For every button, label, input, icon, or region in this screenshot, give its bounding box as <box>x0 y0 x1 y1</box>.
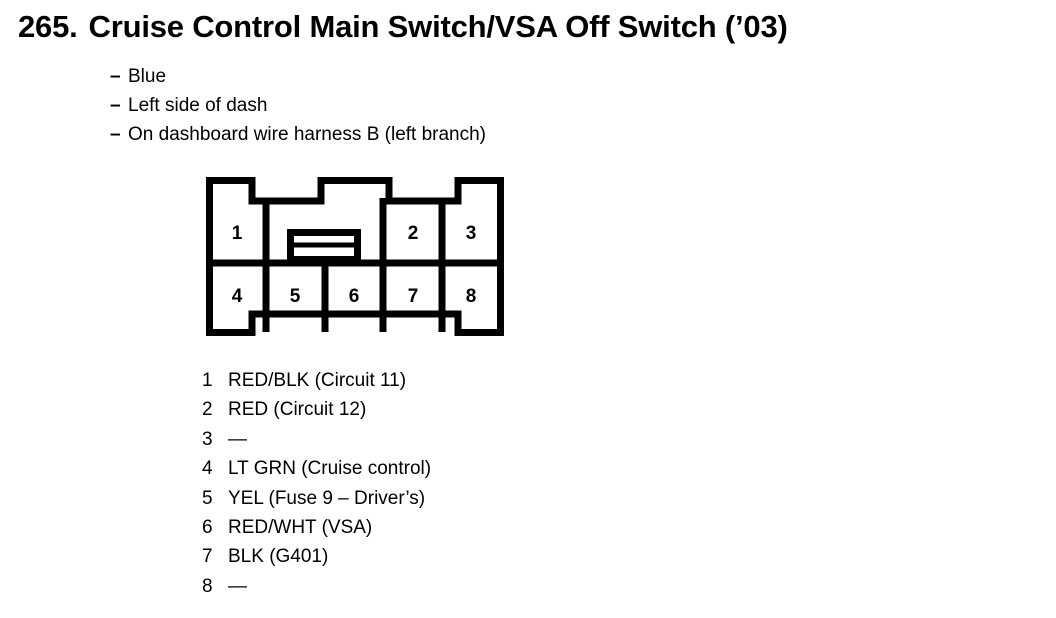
note-item-location: –Left side of dash <box>110 91 486 120</box>
cavity-label-6: 6 <box>349 286 360 307</box>
pin-row: 6 RED/WHT (VSA) <box>202 513 431 542</box>
pin-number: 1 <box>202 370 213 391</box>
pin-number: 4 <box>202 458 213 480</box>
locking-tab-icon <box>287 229 361 263</box>
connector-body-outline <box>206 177 504 336</box>
note-text: Blue <box>128 66 167 87</box>
pin-number: 5 <box>202 487 213 509</box>
note-text: Left side of dash <box>128 95 268 116</box>
pin-row: 4 LT GRN (Cruise control) <box>202 454 431 483</box>
pin-wire: — <box>228 428 247 450</box>
pin-row: 3— <box>202 425 431 454</box>
note-bullet-icon: – <box>110 95 121 116</box>
note-bullet-icon: – <box>110 124 121 145</box>
pin-number: 2 <box>202 399 213 421</box>
pin-wire: YEL (Fuse 9 – Driver’s) <box>228 487 426 509</box>
pin-number: 8 <box>202 575 213 597</box>
cavity-label-1: 1 <box>232 223 243 244</box>
cavity-label-8: 8 <box>466 286 477 307</box>
pin-wire: BLK (G401) <box>228 546 329 568</box>
pin-row: 8— <box>202 572 431 601</box>
pin-wire: LT GRN (Cruise control) <box>228 458 432 480</box>
page-title: 265. Cruise Control Main Switch/VSA Off S… <box>18 9 788 45</box>
note-item-harness: –On dashboard wire harness B (left branc… <box>110 120 486 149</box>
cavity-label-3: 3 <box>466 223 477 244</box>
note-bullet-icon: – <box>110 66 121 87</box>
cavity-label-2: 2 <box>408 223 419 244</box>
pin-wire: RED/BLK (Circuit 11) <box>228 370 407 391</box>
pin-wire: — <box>228 575 247 597</box>
pin-row: 5 YEL (Fuse 9 – Driver’s) <box>202 484 431 513</box>
connector-notes: –Blue –Left side of dash –On dashboard w… <box>110 62 486 149</box>
cavity-label-4: 4 <box>232 286 243 307</box>
cavity-label-7: 7 <box>408 286 419 307</box>
page-number: 265. <box>18 9 78 44</box>
page-title-text: Cruise Control Main Switch/VSA Off Switc… <box>88 9 788 44</box>
pin-wire: RED/WHT (VSA) <box>228 517 373 539</box>
note-text: On dashboard wire harness B (left branch… <box>128 124 487 145</box>
pin-row: 2 RED (Circuit 12) <box>202 395 431 424</box>
pin-row: 7 BLK (G401) <box>202 542 431 571</box>
cavity-label-5: 5 <box>290 286 301 307</box>
note-item-color: –Blue <box>110 62 486 91</box>
pin-number: 6 <box>202 517 213 539</box>
pin-number: 3 <box>202 428 213 450</box>
pin-row: 1 RED/BLK (Circuit 11) <box>202 366 431 395</box>
pin-number: 7 <box>202 546 213 568</box>
connector-diagram: 1 2 3 4 5 6 7 8 <box>206 177 504 336</box>
pin-wire: RED (Circuit 12) <box>228 399 367 421</box>
